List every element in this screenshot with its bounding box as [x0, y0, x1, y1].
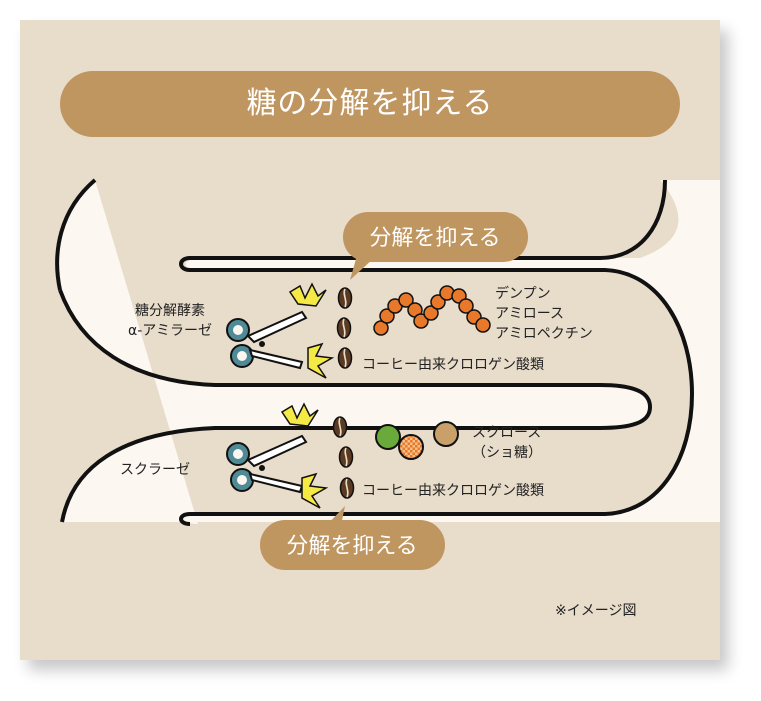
substrate-sucrose: スクロース — [472, 425, 541, 441]
substrate-amylopectin: アミロペクチン — [495, 326, 593, 342]
enzyme-amylase-line1: 糖分解酵素 — [135, 303, 205, 319]
spark-icon — [288, 282, 327, 307]
tube-middle-fold — [58, 289, 653, 523]
tube-upper-fold — [599, 179, 667, 260]
callout-top: 分解を抑える — [343, 212, 528, 280]
substrate-amylose: アミロース — [495, 306, 564, 322]
footnote: ※イメージ図 — [555, 603, 637, 619]
coffee-bean-icon — [337, 347, 353, 369]
substrate-starch: デンプン — [495, 285, 551, 302]
title-banner: 糖の分解を抑える — [60, 71, 680, 137]
coffee-bean-icon — [339, 477, 355, 499]
coffee-bean-icon — [338, 446, 354, 468]
spark-icon — [301, 472, 329, 509]
spark-icon — [307, 342, 335, 379]
enzyme-amylase-line2: α-アミラーゼ — [128, 323, 212, 339]
starch-chain-icon — [373, 285, 491, 336]
callout-top-label: 分解を抑える — [369, 226, 500, 251]
scissors-icon — [226, 310, 308, 370]
sucrose-icon — [375, 421, 459, 460]
enzyme-sucrase: スクラーゼ — [120, 462, 190, 478]
coffee-bean-icon — [337, 287, 353, 309]
scissors-icon — [226, 434, 308, 494]
tube-outer-line — [55, 178, 97, 291]
coffee-bean-icon — [332, 416, 348, 438]
tube-inner-top — [179, 256, 694, 526]
spark-icon — [280, 402, 319, 427]
intestine-tube — [57, 180, 721, 524]
inhibitor-label-upper: コーヒー由来クロロゲン酸類 — [362, 357, 544, 373]
substrate-sucrose-jp: （ショ糖） — [472, 445, 542, 461]
callout-bottom-label: 分解を抑える — [286, 534, 417, 559]
callout-bottom: 分解を抑える — [260, 506, 445, 570]
inhibitor-label-lower: コーヒー由来クロロゲン酸類 — [362, 483, 544, 499]
coffee-bean-icon — [336, 317, 352, 339]
